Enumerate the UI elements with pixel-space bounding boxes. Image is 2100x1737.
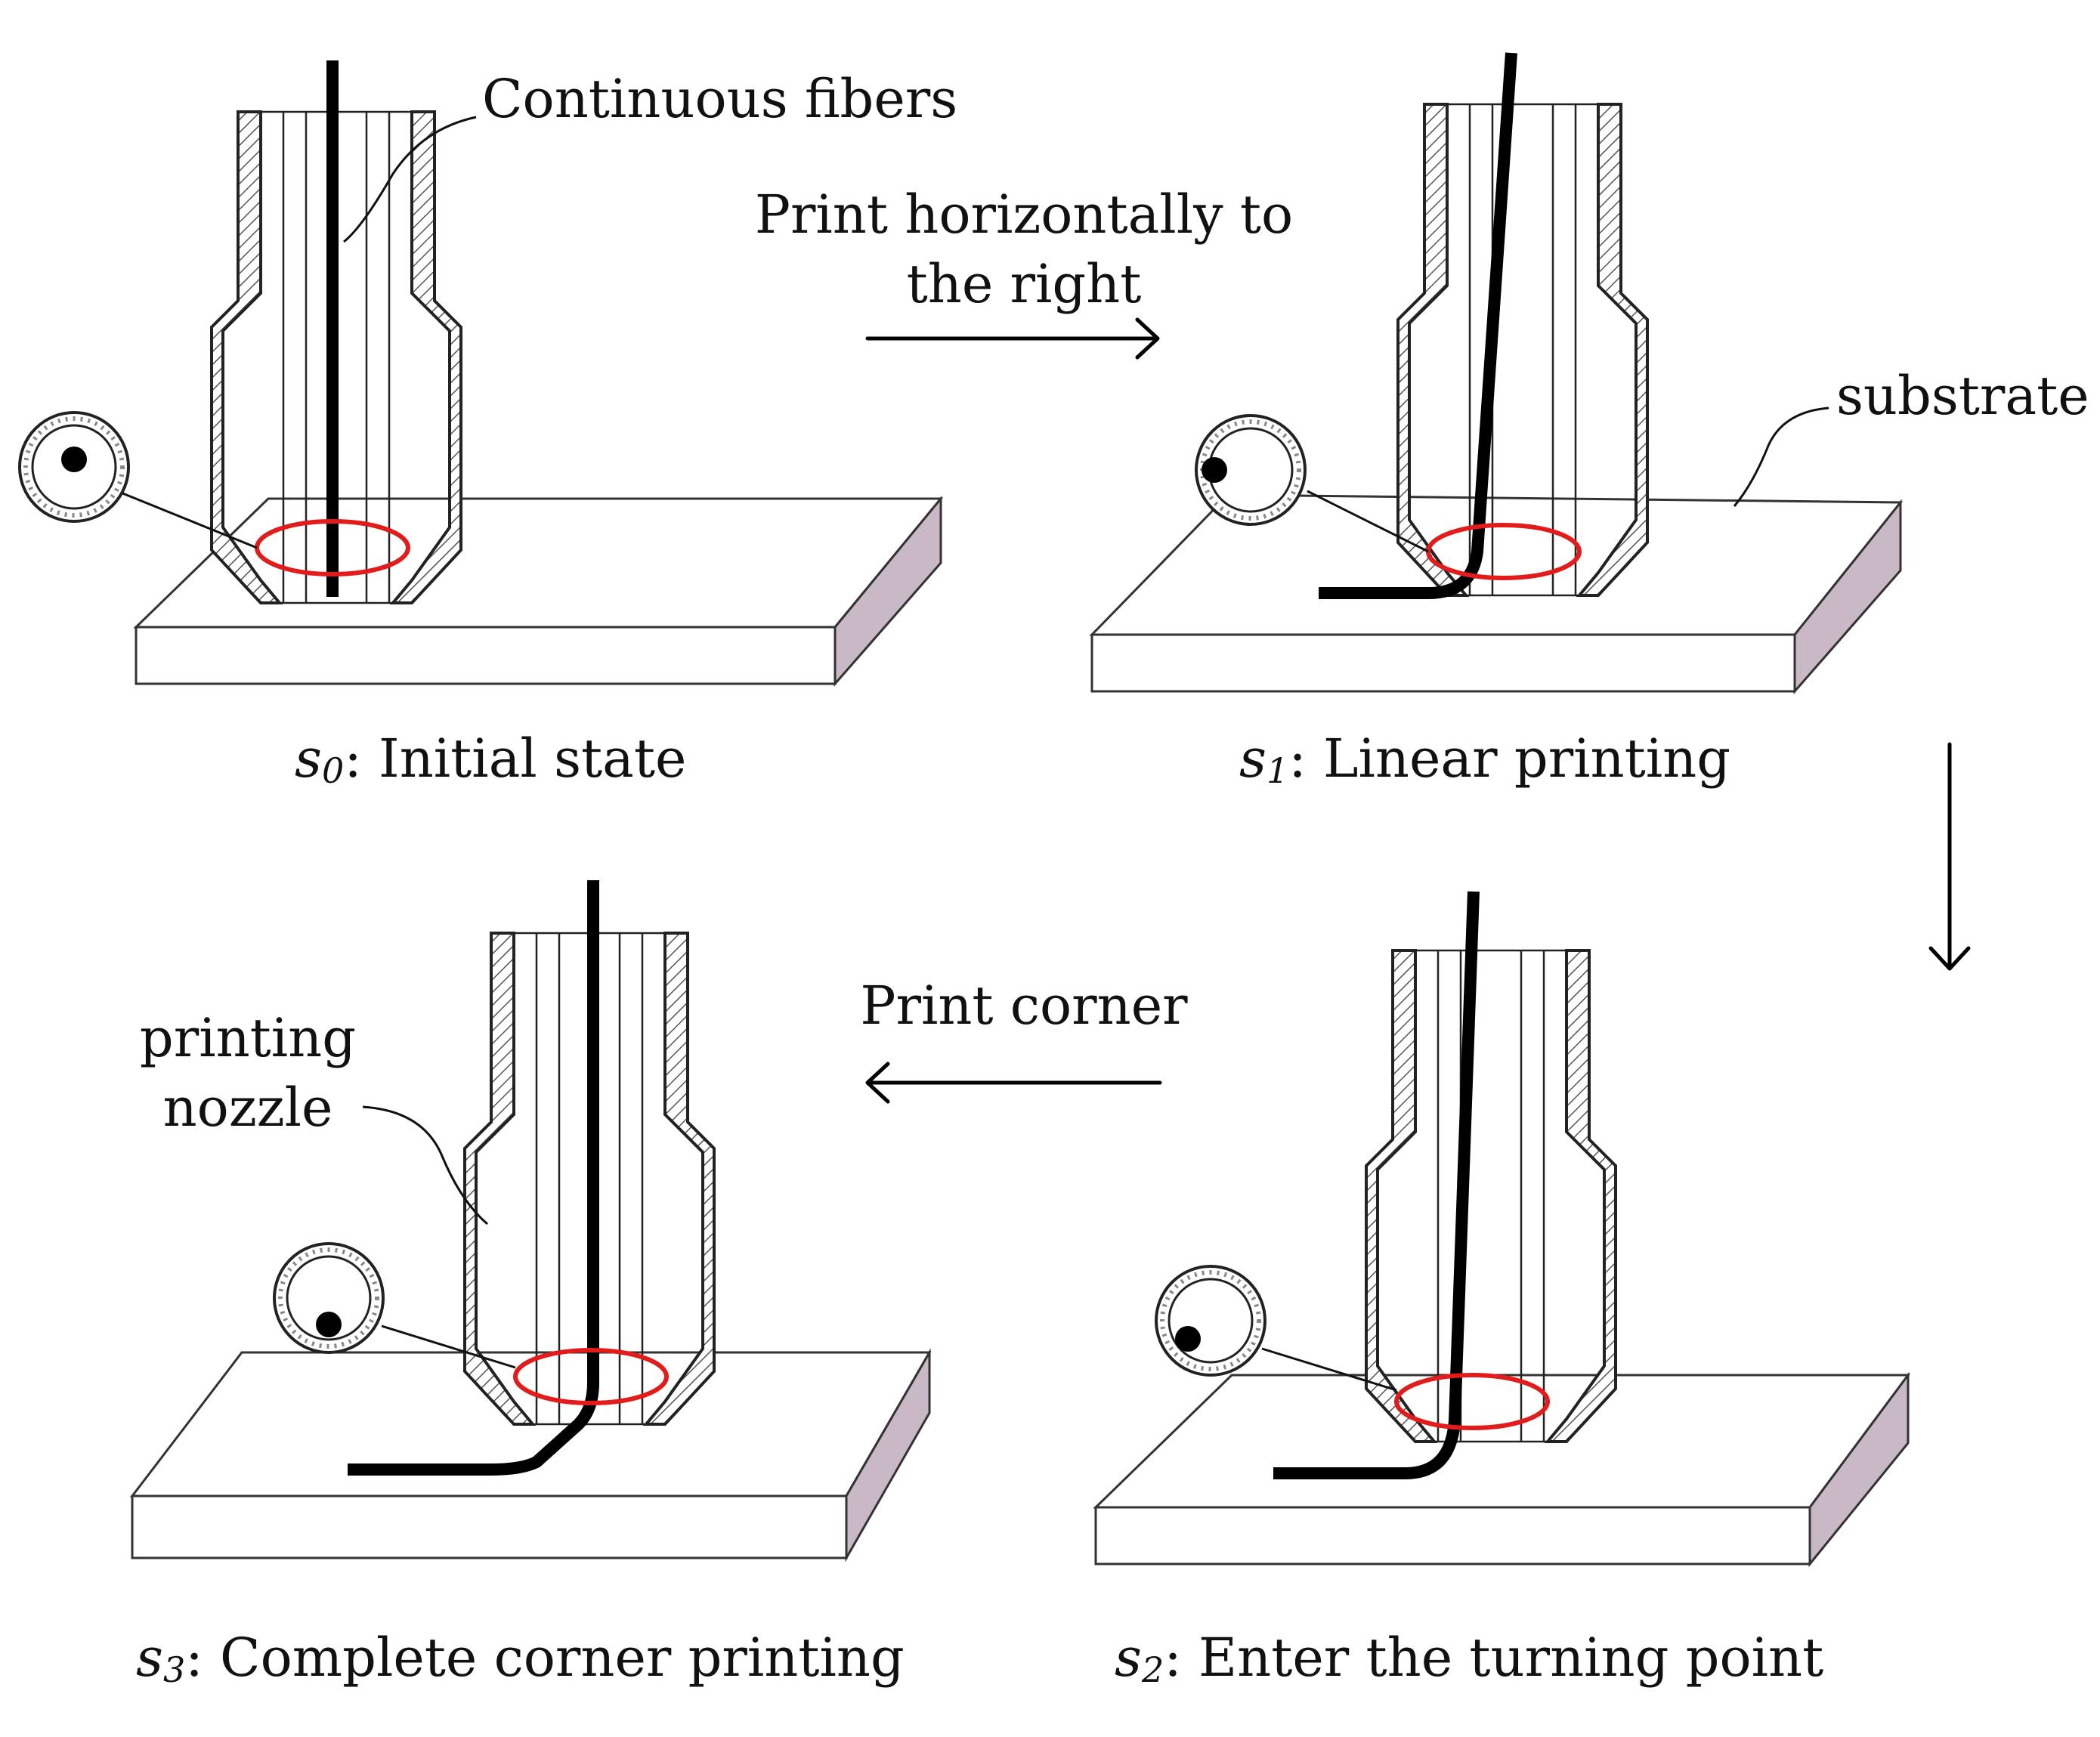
arrow-left	[865, 1062, 1162, 1104]
arrow-right	[865, 317, 1160, 360]
state-caption-s2: s2: Enter the turning point	[1115, 1627, 1823, 1690]
continuous-fibers-leader	[343, 116, 477, 243]
highlight-ring-s2	[1394, 1373, 1550, 1430]
state-caption-s0: s0: Initial state	[295, 728, 686, 791]
print-corner-label: Print corner	[860, 975, 1188, 1037]
panel-s0	[20, 60, 944, 687]
panel-s2	[1093, 891, 1910, 1568]
printing-nozzle-s2	[1365, 949, 1617, 1443]
panel-s3	[129, 880, 932, 1562]
substrate-leader	[1733, 406, 1829, 507]
state-caption-s3: s3: Complete corner printing	[136, 1627, 905, 1690]
cross-section-magnifier-s2	[1156, 1266, 1265, 1375]
continuous-fiber-s1	[1319, 52, 1517, 599]
substrate-slab-s3	[129, 1348, 932, 1562]
state-caption-s1: s1: Linear printing	[1239, 728, 1730, 791]
arrow-down	[1928, 742, 1971, 971]
printing-nozzle-label-line1: printing	[140, 1007, 356, 1069]
substrate-slab-s1	[1089, 493, 1904, 694]
panel-s1	[1089, 52, 1904, 694]
printing-nozzle-label-line2: nozzle	[163, 1077, 333, 1139]
cross-section-magnifier-s1	[1196, 416, 1305, 524]
print-horizontal-label-line1: Print horizontally to	[755, 184, 1293, 246]
substrate-label: substrate	[1836, 365, 2089, 427]
print-horizontal-label-line2: the right	[907, 253, 1142, 315]
continuous-fibers-label: Continuous fibers	[482, 68, 957, 130]
substrate-slab-s2	[1093, 1371, 1910, 1568]
cross-section-magnifier-s0	[20, 413, 128, 521]
highlight-ring-s3	[513, 1348, 669, 1405]
cross-section-magnifier-s3	[274, 1244, 383, 1352]
continuous-fiber-s3	[348, 880, 599, 1476]
printing-nozzle-leader	[362, 1105, 488, 1225]
